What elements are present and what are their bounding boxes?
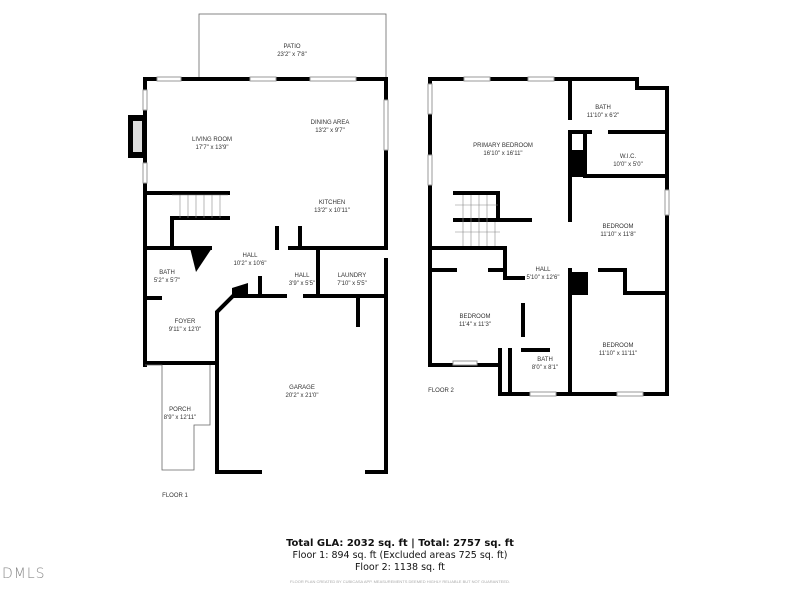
window [616, 391, 644, 397]
room-size: 3'9" x 5'5" [289, 281, 315, 287]
window [427, 83, 433, 115]
dmls-logo: DMLS [2, 566, 46, 582]
window [529, 391, 557, 397]
window [142, 89, 148, 111]
room-name: PRIMARY BEDROOM [473, 143, 533, 149]
room-name: LAUNDRY [338, 273, 367, 279]
room-name: W.I.C. [620, 154, 637, 160]
room-size: 11'4" x 11'3" [459, 322, 491, 328]
bath-foyer-walls [143, 246, 217, 365]
room-name: BEDROOM [602, 224, 633, 230]
room-name: BATH [537, 357, 553, 363]
kitchen-walls [275, 226, 388, 250]
room-name: BATH [595, 105, 611, 111]
room-name: PORCH [169, 407, 191, 413]
total-area: Total GLA: 2032 sq. ft | Total: 2757 sq.… [286, 538, 514, 549]
room-size: 5'10" x 12'6" [527, 275, 560, 281]
room-size: 11'10" x 11'8" [600, 232, 635, 238]
hall-laundry-walls [246, 248, 388, 298]
garage-walls [215, 293, 388, 474]
window [463, 76, 491, 82]
window [142, 162, 148, 184]
room-size: 9'11" x 12'0" [169, 327, 201, 333]
room-size: 13'2" x 10'11" [314, 208, 350, 214]
window [527, 76, 555, 82]
porch-outline [145, 364, 211, 471]
floor1-area: Floor 1: 894 sq. ft (Excluded areas 725 … [292, 550, 508, 561]
room-size: 7'10" x 5'5" [337, 281, 367, 287]
room-size: 16'10" x 16'11" [483, 151, 522, 157]
window [249, 76, 277, 82]
room-size: 8'0" x 8'1" [532, 365, 558, 371]
patio-door [309, 76, 357, 82]
wall-block [570, 272, 588, 295]
stairs-floor1 [172, 194, 228, 218]
room-size: 23'2" x 7'8" [277, 52, 307, 58]
wall-block [232, 283, 248, 298]
room-name: BEDROOM [602, 343, 633, 349]
disclaimer: FLOOR PLAN CREATED BY CUBICASA APP. MEAS… [290, 579, 510, 584]
floor2-area: Floor 2: 1138 sq. ft [354, 562, 446, 573]
floor-1-plan [128, 13, 389, 474]
wall-block [570, 150, 585, 177]
room-name: LIVING ROOM [192, 137, 232, 143]
room-size: 11'10" x 11'11" [599, 351, 637, 357]
room-size: 10'2" x 10'6" [234, 261, 267, 267]
fireplace-hearth [133, 121, 142, 152]
room-name: HALL [535, 267, 551, 273]
room-name: GARAGE [289, 385, 315, 391]
room-name: DINING AREA [311, 120, 350, 126]
room-size: 8'9" x 12'11" [164, 415, 196, 421]
stairs-floor2 [455, 195, 500, 246]
room-size: 5'2" x 5'7" [154, 278, 180, 284]
room-name: PATIO [283, 44, 300, 50]
room-size: 20'2" x 21'0" [286, 393, 319, 399]
window [664, 189, 670, 216]
floor-2-label: FLOOR 2 [428, 388, 454, 394]
wall-block [190, 248, 212, 272]
floor-2-plan [427, 76, 670, 397]
room-size: 17'7" x 13'9" [196, 145, 229, 151]
room-name: FOYER [175, 319, 196, 325]
window [383, 99, 389, 151]
window [427, 154, 433, 186]
room-name: BEDROOM [459, 314, 490, 320]
window [156, 76, 182, 82]
room-name: HALL [294, 273, 310, 279]
stair-walls [143, 191, 230, 250]
floor2-interior-walls-left [428, 191, 550, 396]
room-name: KITCHEN [319, 200, 345, 206]
room-name: HALL [242, 253, 258, 259]
room-size: 10'0" x 5'0" [613, 162, 643, 168]
floor-1-label: FLOOR 1 [162, 493, 188, 499]
room-size: 11'10" x 6'2" [587, 113, 619, 119]
room-name: BATH [159, 270, 175, 276]
window [452, 360, 478, 366]
room-size: 13'2" x 9'7" [315, 128, 345, 134]
